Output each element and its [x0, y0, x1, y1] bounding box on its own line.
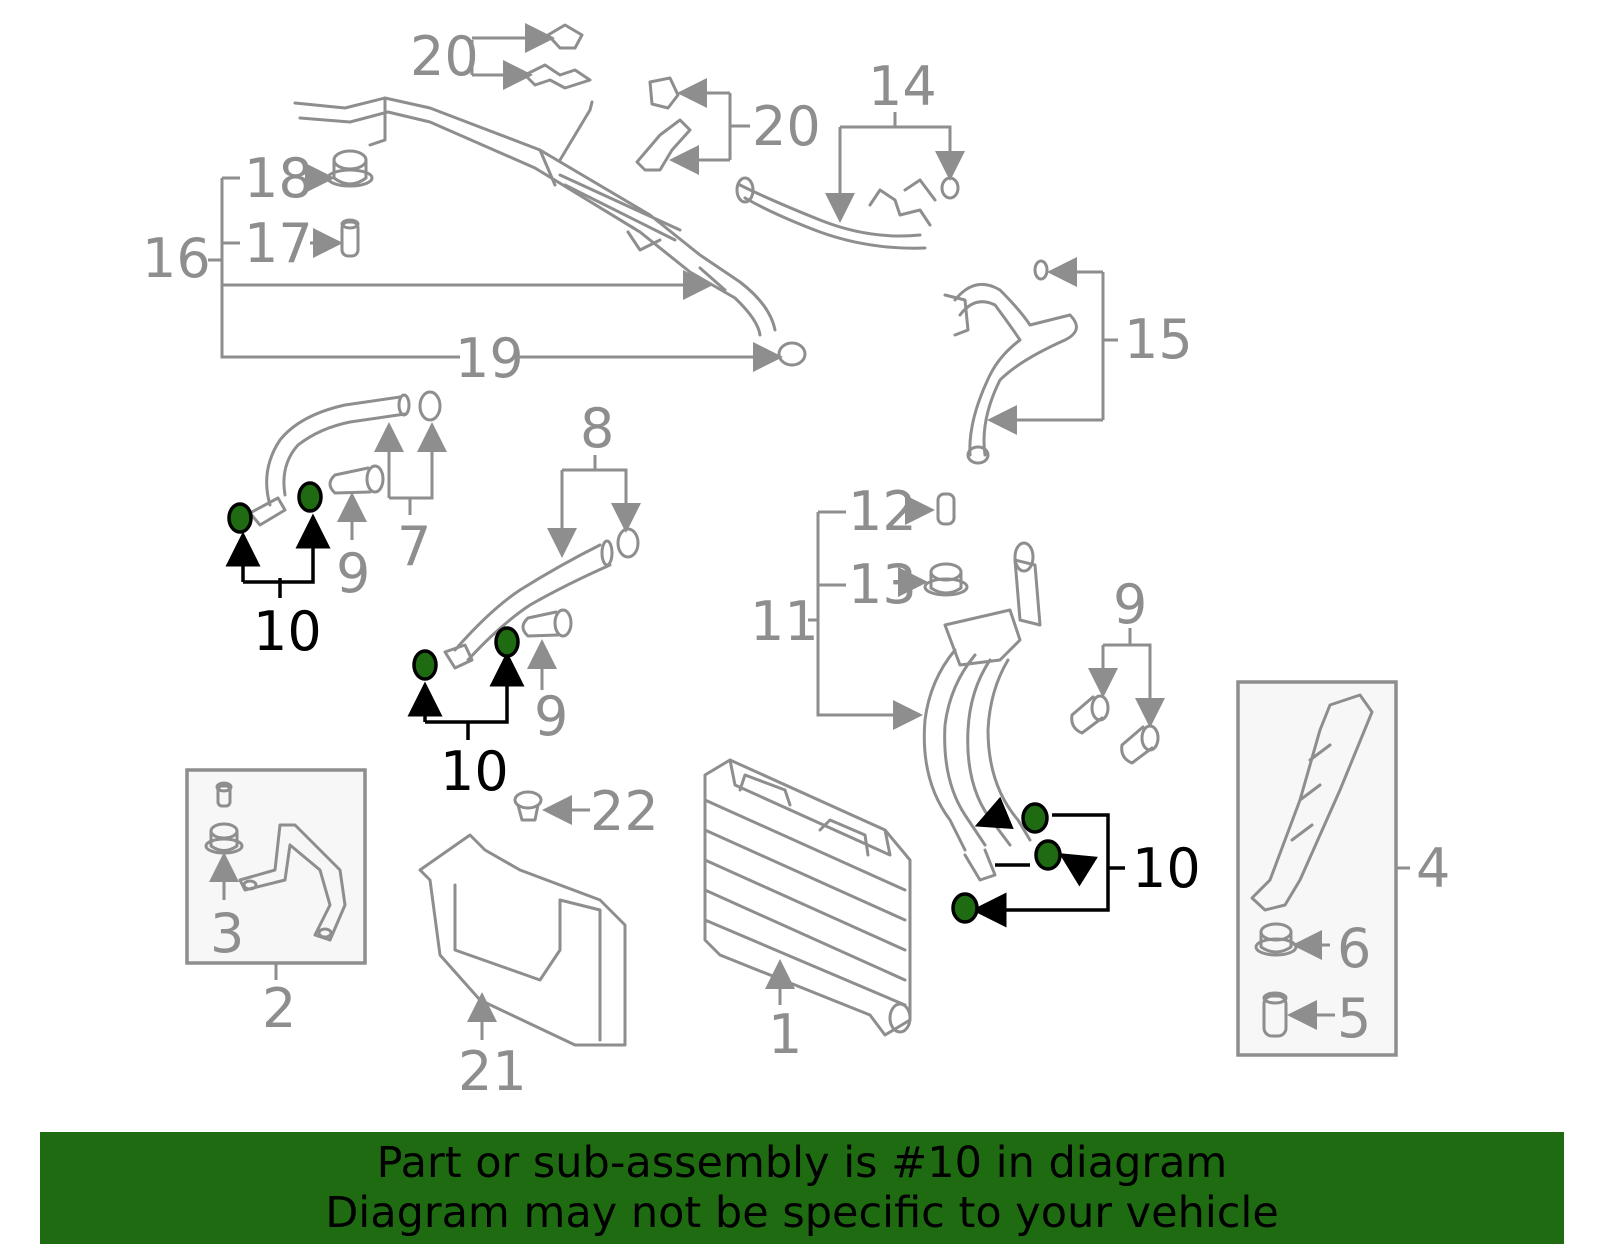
o-ring-10-d	[494, 626, 520, 658]
callout-9-middle: 9	[534, 685, 568, 748]
callout-1: 1	[768, 1003, 802, 1066]
clip-2	[215, 781, 233, 808]
callout-21: 21	[458, 1040, 527, 1103]
callout-14: 14	[868, 55, 937, 118]
bolt-9-right-a	[1070, 694, 1110, 735]
leader-lines	[208, 38, 1410, 1040]
callout-3: 3	[210, 902, 244, 965]
callout-9-left: 9	[336, 542, 370, 605]
callout-16: 16	[142, 227, 211, 290]
o-ring-14	[940, 176, 960, 200]
callout-15: 15	[1124, 308, 1193, 371]
callout-10-left: 10	[253, 600, 322, 663]
callout-6: 6	[1337, 917, 1371, 980]
bracket-4	[1250, 693, 1374, 912]
oil-cooler-1	[703, 758, 912, 1037]
callout-20-top: 20	[410, 25, 479, 88]
callout-19: 19	[455, 327, 524, 390]
callout-4: 4	[1416, 837, 1450, 900]
sleeve-5	[1262, 991, 1288, 1038]
grommet-13	[923, 562, 969, 597]
callout-12: 12	[848, 480, 917, 543]
callout-5: 5	[1337, 987, 1371, 1050]
o-ring-7	[418, 390, 442, 422]
callout-11: 11	[750, 590, 819, 653]
callout-20-mid: 20	[752, 95, 821, 158]
bolt-9-right-b	[1120, 724, 1160, 765]
bolt-9-left	[328, 464, 385, 495]
banner-line-2: Diagram may not be specific to your vehi…	[325, 1188, 1279, 1238]
o-ring-10-c	[412, 649, 438, 681]
o-ring-10-e	[1021, 802, 1049, 834]
air-deflector-21	[418, 833, 627, 1047]
callout-9-right: 9	[1113, 573, 1147, 636]
sleeve-17	[340, 218, 360, 258]
callout-2: 2	[262, 977, 296, 1040]
hose-7	[248, 393, 411, 527]
o-ring-10-a	[227, 502, 253, 534]
o-ring-8	[616, 527, 640, 559]
callout-7: 7	[397, 515, 431, 578]
callout-22: 22	[590, 780, 659, 843]
leader-lines-10	[225, 513, 1125, 928]
clip-22	[513, 790, 543, 822]
o-ring-10-b	[297, 481, 323, 513]
bracket-2	[238, 823, 347, 942]
grommet-18	[326, 149, 374, 188]
callout-17: 17	[244, 212, 313, 275]
hose-15	[943, 282, 1078, 465]
callout-8: 8	[580, 397, 614, 460]
o-ring-10-g	[951, 892, 979, 924]
callout-10-middle: 10	[440, 740, 509, 803]
callout-10-right: 10	[1132, 837, 1201, 900]
hose-8	[443, 539, 614, 670]
o-ring-19	[777, 341, 807, 367]
bracket-20-top	[523, 23, 592, 90]
callout-18: 18	[244, 147, 313, 210]
sleeve-12	[936, 492, 956, 526]
callout-13: 13	[848, 553, 917, 616]
o-ring-10-f	[1034, 839, 1062, 871]
o-ring-15	[1033, 259, 1049, 281]
cooler-pipe-16	[293, 96, 777, 337]
bolt-9-middle	[521, 608, 573, 638]
hose-14	[735, 176, 937, 250]
banner-line-1: Part or sub-assembly is #10 in diagram	[376, 1138, 1228, 1188]
info-banner: Part or sub-assembly is #10 in diagram D…	[40, 1132, 1564, 1244]
